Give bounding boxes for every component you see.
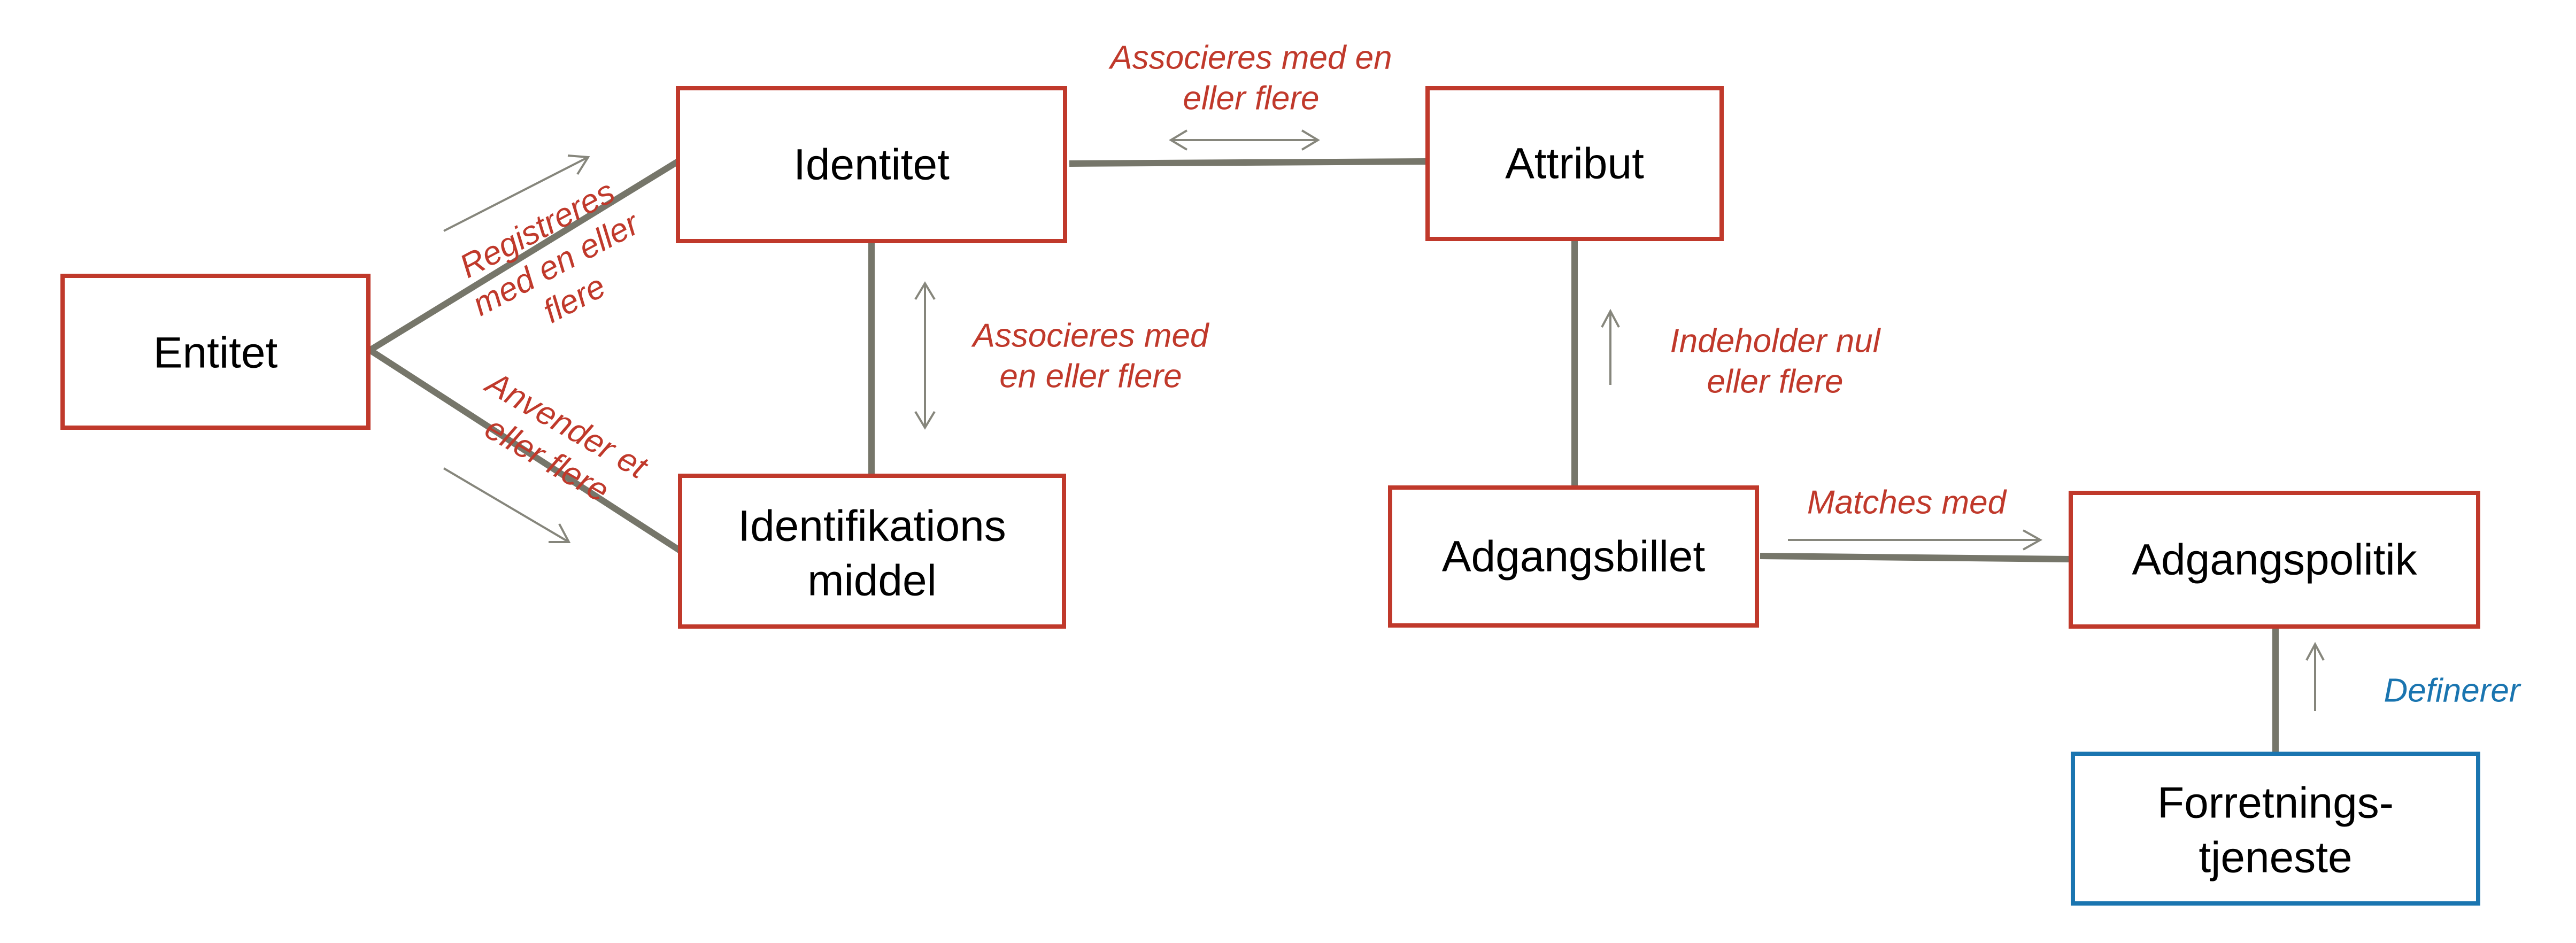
arrow-matches xyxy=(1788,529,2043,551)
label-line: eller flere xyxy=(1707,364,1844,400)
connector-identitet-attribut xyxy=(1069,158,1428,167)
label-associeres-top: Associeres med en eller flere xyxy=(1108,40,1392,117)
arrow-indeholder xyxy=(1601,308,1620,385)
connector-adgangsbillet-adgangspolitik xyxy=(1760,553,2071,562)
arrow-registreres xyxy=(443,154,590,232)
label-associeres-mid: Associeres med en eller flere xyxy=(970,318,1210,395)
label-line: Associeres med xyxy=(970,318,1210,354)
box-label: Entitet xyxy=(153,329,278,377)
box-attribut: Attribut xyxy=(1425,86,1724,241)
box-adgangsbillet: Adgangsbillet xyxy=(1388,485,1759,628)
label-line: eller flere xyxy=(1183,80,1320,117)
direction-arrows xyxy=(443,129,2325,711)
arrow-associeres-mid xyxy=(914,281,936,430)
box-forretningstjeneste: Forretnings- tjeneste xyxy=(2071,752,2480,906)
connectors xyxy=(368,158,2279,753)
box-adgangspolitik: Adgangspolitik xyxy=(2069,491,2480,629)
box-label: Adgangspolitik xyxy=(2132,536,2417,584)
box-label: tjeneste xyxy=(2199,833,2352,882)
box-label: Identitet xyxy=(793,141,950,189)
label-indeholder: Indeholder nul eller flere xyxy=(1670,323,1881,400)
label-line: en eller flere xyxy=(999,358,1182,395)
connector-entitet-identitet xyxy=(368,158,680,353)
box-entitet: Entitet xyxy=(60,274,371,430)
label-line: Associeres med en xyxy=(1108,40,1392,76)
arrow-associeres-top xyxy=(1169,129,1320,151)
box-label: Forretnings- xyxy=(2157,779,2394,828)
boxes: Entitet Identitet Attribut Identifikatio… xyxy=(60,86,2480,906)
box-label: Identifikations xyxy=(738,502,1006,551)
connector-entitet-identifikationsmiddel xyxy=(368,347,682,554)
arrow-definerer xyxy=(2305,641,2325,711)
label-line: Definerer xyxy=(2384,673,2521,709)
box-label: Adgangsbillet xyxy=(1442,532,1706,581)
label-line: Indeholder nul xyxy=(1670,323,1881,360)
box-identifikationsmiddel: Identifikations middel xyxy=(678,474,1066,629)
label-anvender: Anvender et eller flere xyxy=(479,364,655,509)
arrow-anvender xyxy=(443,467,571,543)
label-registreres: Registreres med en eller flere xyxy=(454,173,646,330)
box-label: Attribut xyxy=(1505,140,1644,188)
label-matches: Matches med xyxy=(1807,484,2008,521)
label-line: Matches med xyxy=(1807,484,2008,521)
box-label: middel xyxy=(807,556,937,605)
box-identitet: Identitet xyxy=(676,86,1067,243)
label-definerer: Definerer xyxy=(2384,673,2521,709)
